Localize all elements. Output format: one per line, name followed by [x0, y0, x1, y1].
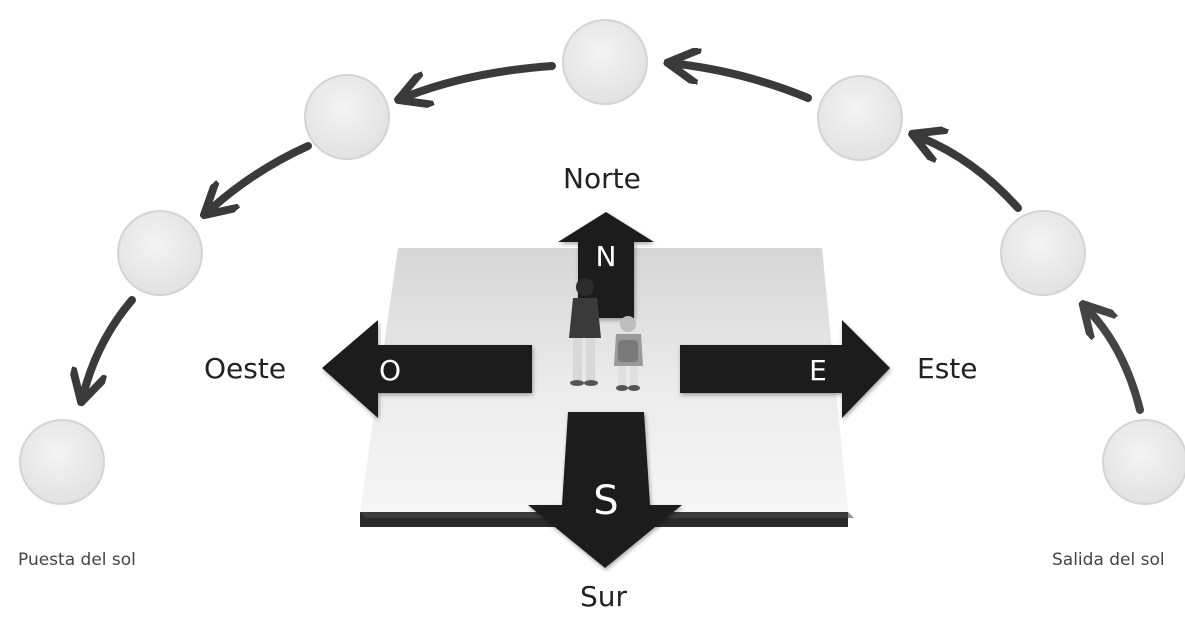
arrow-letters: N S E O [379, 240, 827, 524]
child-figure [614, 316, 643, 391]
path-arrow-5 [212, 142, 312, 208]
south-letter: S [593, 478, 618, 524]
sun-position-noon [562, 19, 648, 105]
east-letter: E [809, 354, 827, 387]
sun-position-sunrise [1102, 419, 1185, 505]
path-arrow-4 [408, 62, 556, 96]
compass-arrows [322, 212, 890, 568]
sun-position-2 [1000, 210, 1086, 296]
label-west: Oeste [204, 352, 287, 385]
sun-position-sunset [19, 419, 105, 505]
path-arrow-3 [678, 64, 812, 102]
label-north: Norte [563, 162, 641, 195]
west-letter: O [379, 354, 401, 387]
south-arrow [528, 412, 682, 568]
sun-positions [19, 19, 1185, 505]
sun-path-arrows [84, 62, 1144, 414]
path-arrow-1 [1090, 312, 1144, 414]
sun-position-5 [304, 74, 390, 160]
sun-position-3 [817, 75, 903, 161]
label-east: Este [917, 352, 978, 385]
east-arrow [680, 320, 890, 418]
ground-platform [360, 248, 854, 527]
adult-figure [569, 278, 601, 386]
west-arrow [322, 320, 532, 418]
label-sunrise: Salida del sol [1052, 550, 1165, 570]
label-south: Sur [580, 580, 628, 613]
label-sunset: Puesta del sol [18, 550, 136, 570]
path-arrow-2 [922, 138, 1022, 212]
path-arrow-6 [84, 296, 136, 392]
people-figures [569, 278, 643, 391]
sun-position-6 [117, 210, 203, 296]
north-letter: N [596, 240, 617, 273]
